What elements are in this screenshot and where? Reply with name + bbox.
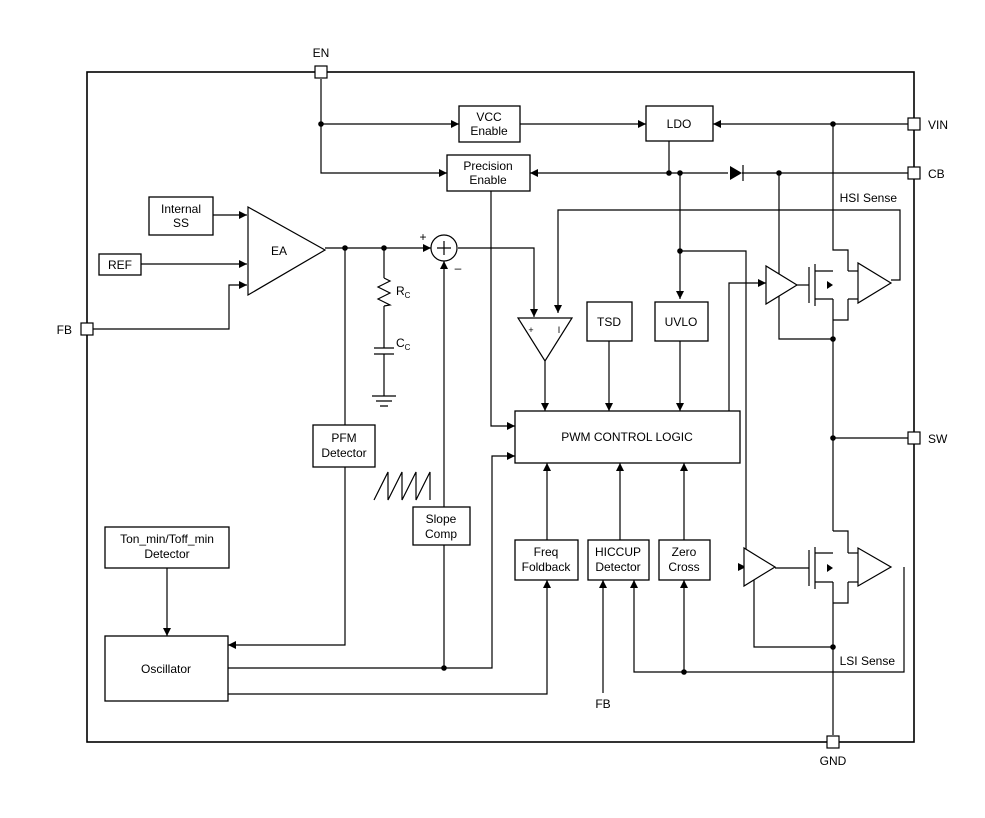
svg-text:CB: CB	[928, 167, 945, 181]
pin-cb: CB	[907, 166, 945, 181]
block-freq-foldback: Freq Foldback	[514, 539, 579, 581]
svg-text:PWM CONTROL LOGIC: PWM CONTROL LOGIC	[561, 430, 693, 444]
chip-outline	[86, 71, 915, 743]
pin-sw: SW	[907, 431, 948, 446]
comp-minus-label: I	[558, 325, 561, 335]
svg-text:Oscillator: Oscillator	[141, 662, 191, 676]
svg-text:Comp: Comp	[425, 527, 457, 541]
block-tsd: TSD	[586, 301, 633, 342]
block-oscillator: Oscillator	[104, 635, 229, 702]
svg-text:UVLO: UVLO	[665, 315, 698, 329]
sum-minus-label: –	[455, 261, 462, 275]
lsi-sense-amp	[857, 546, 893, 588]
diode-icon	[730, 166, 742, 180]
block-uvlo: UVLO	[654, 301, 709, 342]
block-ldo: LDO	[645, 105, 714, 142]
ea-amplifier: EA	[247, 205, 327, 297]
svg-text:VIN: VIN	[928, 118, 948, 132]
svg-text:Detector: Detector	[321, 446, 366, 460]
pin-gnd: GND	[820, 735, 847, 768]
svg-text:SW: SW	[928, 432, 948, 446]
svg-text:Detector: Detector	[595, 560, 640, 574]
hsi-sense-amp	[857, 261, 893, 305]
svg-text:HICCUP: HICCUP	[595, 545, 641, 559]
compensation-labels: RC CC	[396, 284, 411, 352]
svg-text:PFM: PFM	[331, 431, 356, 445]
junction-dots	[318, 121, 836, 675]
svg-text:Foldback: Foldback	[522, 560, 572, 574]
ea-label: EA	[271, 244, 287, 258]
svg-text:LDO: LDO	[667, 117, 692, 131]
block-slope-comp: Slope Comp	[412, 506, 471, 546]
svg-text:REF: REF	[108, 258, 132, 272]
svg-text:Ton_min/Toff_min: Ton_min/Toff_min	[120, 532, 214, 546]
svg-text:Freq: Freq	[534, 545, 559, 559]
fb-input-label: FB	[595, 697, 610, 711]
cc-label: CC	[396, 336, 411, 352]
comp-plus-label: +	[528, 325, 533, 335]
svg-text:Precision: Precision	[463, 159, 512, 173]
block-pfm-detector: PFM Detector	[312, 424, 376, 468]
svg-text:FB: FB	[57, 323, 72, 337]
pwm-comparator: + I	[516, 317, 574, 363]
hsi-sense-label: HSI Sense	[840, 191, 898, 205]
svg-text:Cross: Cross	[668, 560, 699, 574]
sum-plus-label: +	[419, 230, 426, 244]
svg-text:Slope: Slope	[426, 512, 457, 526]
svg-text:Detector: Detector	[144, 547, 189, 561]
pin-en: EN	[313, 46, 330, 79]
block-pwm-control-logic: PWM CONTROL LOGIC	[514, 410, 741, 464]
pin-vin: VIN	[907, 117, 948, 132]
hs-gate-driver	[765, 264, 799, 306]
block-precision-enable: Precision Enable	[446, 154, 531, 192]
svg-text:EN: EN	[313, 46, 330, 60]
pin-fb: FB	[57, 322, 94, 337]
block-internal-ss: Internal SS	[148, 196, 214, 236]
svg-text:Zero: Zero	[672, 545, 697, 559]
block-hiccup-detector: HICCUP Detector	[587, 539, 650, 581]
summing-node: + –	[419, 230, 461, 275]
svg-text:VCC: VCC	[476, 110, 502, 124]
block-zero-cross: Zero Cross	[658, 539, 711, 581]
block-vcc-enable: VCC Enable	[458, 105, 521, 143]
arrowheads	[163, 120, 833, 649]
svg-text:SS: SS	[173, 216, 189, 230]
svg-text:Internal: Internal	[161, 202, 201, 216]
block-ref: REF	[98, 253, 142, 276]
svg-text:GND: GND	[820, 754, 847, 768]
svg-text:Enable: Enable	[470, 124, 508, 138]
lsi-sense-label: LSI Sense	[840, 654, 896, 668]
block-ton-toff-detector: Ton_min/Toff_min Detector	[104, 526, 230, 569]
ls-gate-driver	[743, 546, 777, 588]
svg-text:TSD: TSD	[597, 315, 621, 329]
svg-text:Enable: Enable	[469, 173, 507, 187]
rc-label: RC	[396, 284, 411, 300]
